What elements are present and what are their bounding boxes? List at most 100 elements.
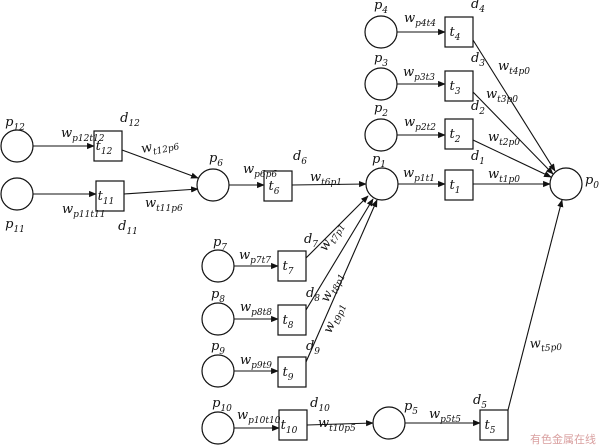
- place-p4: [364, 15, 398, 49]
- place-label-p3: p3: [374, 51, 388, 69]
- delay-label-t4: d4: [471, 0, 485, 15]
- transition-t11: [95, 180, 125, 212]
- transition-t3: [444, 70, 474, 102]
- arc-weight-label-a8: wt1p0: [488, 167, 520, 185]
- place-p10: [201, 411, 235, 445]
- transition-t1: [444, 169, 474, 201]
- transition-t2: [444, 118, 474, 150]
- transition-label-t11: t11: [98, 189, 115, 207]
- transition-t8: [277, 304, 307, 336]
- arc-weight-label-a6: wt6p1: [310, 170, 342, 188]
- arc-t10-p5: [306, 420, 374, 427]
- delay-label-t10: d10: [310, 396, 330, 414]
- place-p11: [0, 177, 34, 211]
- arc-t5-p0: [507, 199, 564, 411]
- transition-label-t4: t4: [450, 25, 461, 43]
- transition-t12: [93, 130, 123, 162]
- place-label-p4: p4: [374, 0, 388, 16]
- arc-weight-label-a2: wp11t11: [62, 202, 105, 220]
- delay-label-t8: d8: [306, 286, 320, 304]
- transition-t6: [263, 170, 293, 202]
- transition-label-t3: t3: [450, 79, 461, 97]
- place-p12: [0, 129, 34, 163]
- arc-weight-label-a23: wp5t5: [429, 407, 461, 425]
- place-label-p11: p11: [5, 217, 25, 235]
- place-p5: [372, 406, 406, 440]
- arc-weight-label-a9: wp4t4: [404, 11, 436, 29]
- arc-t11-p6: [123, 186, 199, 195]
- arc-weight-label-a11: wp3t3: [403, 65, 435, 83]
- delay-label-t7: d7: [304, 232, 318, 250]
- transition-label-t10: t10: [281, 418, 298, 436]
- arc-t9-p1: [305, 199, 378, 363]
- delay-label-t5: d5: [473, 393, 487, 411]
- arc-weight-label-a16: wt7p1: [316, 219, 348, 256]
- arc-weight-label-a17: wp8t8: [240, 300, 272, 318]
- place-p0: [549, 167, 583, 201]
- place-label-p7: p7: [213, 235, 227, 253]
- place-p2: [364, 118, 398, 152]
- transition-t5: [479, 409, 509, 441]
- delay-label-t9: d9: [306, 339, 320, 357]
- delay-label-t2: d2: [471, 99, 485, 117]
- delay-label-t11: d11: [118, 219, 138, 237]
- place-label-p2: p2: [374, 101, 388, 119]
- arc-t2-p0: [472, 139, 552, 178]
- transition-label-t12: t12: [96, 139, 113, 157]
- place-p3: [364, 67, 398, 101]
- arc-t6-p1: [291, 181, 367, 188]
- delay-label-t1: d1: [471, 149, 485, 167]
- arc-weight-label-a13: wp2t2: [404, 115, 436, 133]
- arc-weight-label-a22: wt10p5: [318, 416, 356, 434]
- arc-weight-label-a3: wt12p6: [140, 134, 181, 160]
- arc-weight-label-a1: wp12t12: [61, 126, 105, 144]
- arc-weight-label-a15: wp7t7: [239, 248, 271, 266]
- transition-t4: [444, 16, 474, 48]
- arc-weight-label-a5: wp6p6: [243, 162, 277, 180]
- place-p1: [365, 167, 399, 201]
- watermark-text: 有色金属在线: [530, 432, 596, 446]
- place-label-p9: p9: [211, 339, 225, 357]
- arc-weight-label-a4: wt11p6: [145, 196, 183, 214]
- arc-weight-label-a24: wt5p0: [529, 335, 562, 355]
- place-label-p8: p8: [211, 287, 225, 305]
- arc-weight-label-a12: wt3p0: [486, 87, 518, 105]
- place-label-p12: p12: [5, 115, 25, 133]
- place-label-p10: p10: [212, 396, 232, 414]
- transition-t10: [278, 409, 308, 441]
- transition-t9: [277, 356, 307, 388]
- delay-label-t12: d12: [120, 111, 140, 129]
- transition-label-t1: t1: [450, 178, 461, 196]
- delay-label-t6: d6: [293, 149, 307, 167]
- place-p6: [196, 168, 230, 202]
- transition-label-t2: t2: [450, 127, 461, 145]
- transition-label-t5: t5: [485, 418, 496, 436]
- arc-t4-p0: [472, 39, 556, 172]
- transition-t7: [277, 250, 307, 282]
- transition-label-t6: t6: [269, 179, 280, 197]
- arcs-layer: [33, 28, 564, 432]
- arc-weight-label-a21: wp10t10: [237, 408, 281, 426]
- place-label-p1: p1: [372, 152, 386, 170]
- place-label-p6: p6: [209, 151, 223, 169]
- nodes-layer: [0, 15, 583, 445]
- arc-weight-label-a19: wp9t9: [240, 353, 272, 371]
- delay-label-t3: d3: [471, 51, 485, 69]
- transition-label-t8: t8: [283, 313, 294, 331]
- arc-t3-p0: [472, 91, 554, 175]
- place-p8: [201, 302, 235, 336]
- transition-label-t7: t7: [283, 259, 294, 277]
- place-p9: [201, 354, 235, 388]
- arc-weight-label-a14: wt2p0: [488, 130, 520, 148]
- arc-weight-label-a18: wt8p1: [318, 269, 348, 306]
- place-p7: [201, 249, 235, 283]
- arc-weight-label-a7: wp1t1: [403, 166, 435, 184]
- place-label-p0: p0: [585, 173, 599, 191]
- arc-t7-p1: [305, 195, 369, 259]
- arc-t12-p6: [121, 149, 199, 179]
- transition-label-t9: t9: [283, 365, 294, 383]
- arc-weight-label-a10: wt4p0: [498, 59, 530, 77]
- place-label-p5: p5: [404, 399, 418, 417]
- arc-t8-p1: [305, 198, 374, 311]
